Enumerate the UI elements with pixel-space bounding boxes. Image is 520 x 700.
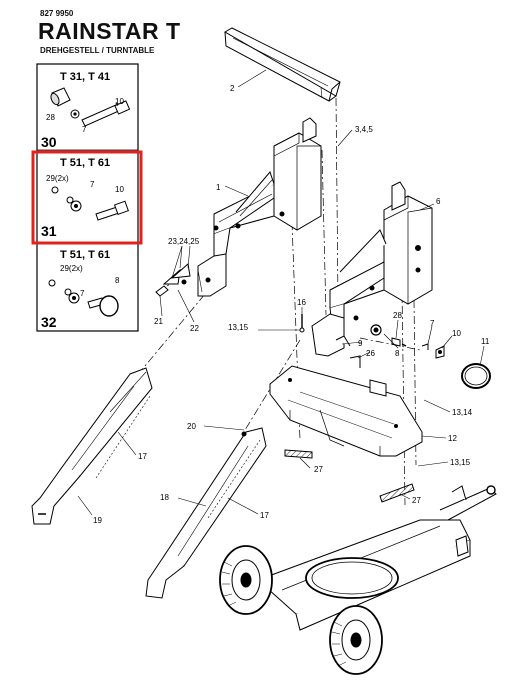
nut-part-icon <box>70 200 82 212</box>
callout-17-upper: 17 <box>138 452 147 461</box>
document-number: 827 9950 <box>40 9 74 18</box>
callout-19: 19 <box>93 516 102 525</box>
inset-32-heading: T 51, T 61 <box>60 249 110 261</box>
inset-31: T 51, T 61 29(2x) 7 10 31 <box>41 157 129 239</box>
callout-22: 22 <box>190 324 199 333</box>
inset-30: T 31, T 41 10 28 7 30 <box>41 71 131 150</box>
callout-11: 11 <box>481 337 490 346</box>
inset-32-label-8: 8 <box>115 276 120 285</box>
part-top-beam <box>223 27 341 102</box>
inset-30-heading: T 31, T 41 <box>60 71 110 83</box>
inset-frame <box>36 63 139 332</box>
part-right-ramp <box>145 427 267 599</box>
callout-18: 18 <box>160 493 169 502</box>
callout-21: 21 <box>154 317 163 326</box>
callout-27-upper: 27 <box>314 465 323 474</box>
highlight-frame <box>31 150 143 245</box>
inset-32-label-29: 29(2x) <box>60 264 83 273</box>
inset-30-label-10: 10 <box>115 97 124 106</box>
inset-32-number: 32 <box>41 314 57 330</box>
inset-32: T 51, T 61 29(2x) 8 7 32 <box>41 249 120 330</box>
callout-2: 2 <box>230 84 235 93</box>
callout-16: 16 <box>297 298 306 307</box>
leader-lines <box>77 69 485 516</box>
inset-31-label-7: 7 <box>90 180 95 189</box>
callout-1: 1 <box>216 183 221 192</box>
callout-20: 20 <box>187 422 196 431</box>
inset-31-label-10: 10 <box>115 185 124 194</box>
callout-28: 28 <box>393 311 402 320</box>
nut-part-icon <box>68 292 80 304</box>
part-base-plate <box>269 365 423 457</box>
callout-6: 6 <box>436 197 441 206</box>
knob-bolt-part-icon <box>87 295 119 317</box>
callout-26: 26 <box>366 349 375 358</box>
callout-8: 8 <box>395 349 400 358</box>
bolt-part-icon <box>81 100 131 127</box>
part-ring <box>461 363 491 389</box>
inset-31-heading: T 51, T 61 <box>60 157 110 169</box>
callout-12: 12 <box>448 434 457 443</box>
inset-30-label-28: 28 <box>46 113 55 122</box>
callout-13-15-lower: 13,15 <box>450 458 471 467</box>
inset-31-label-29: 29(2x) <box>46 174 69 183</box>
callout-17-lower: 17 <box>260 511 269 520</box>
callout-7: 7 <box>430 319 435 328</box>
washer-part-icon <box>48 279 72 296</box>
part-right-frame <box>311 181 433 357</box>
part-bracket-set <box>155 263 191 297</box>
wheel-right <box>329 605 383 675</box>
inset-31-number: 31 <box>41 223 57 239</box>
part-strip <box>284 449 415 503</box>
sleeve-part-icon <box>50 87 71 107</box>
inset-32-label-7: 7 <box>80 289 85 298</box>
callout-3-4-5: 3,4,5 <box>355 125 373 134</box>
part-chassis <box>257 485 497 631</box>
callout-10: 10 <box>452 329 461 338</box>
variant-inset-panel: T 31, T 41 10 28 7 30 <box>36 63 139 332</box>
callout-13-15-upper: 13,15 <box>228 323 249 332</box>
inset-30-number: 30 <box>41 134 57 150</box>
part-left-frame <box>197 117 322 297</box>
callout-23-24-25: 23,24,25 <box>168 237 200 246</box>
wheel-left <box>219 545 273 615</box>
part-left-ramp <box>31 367 153 525</box>
callout-13-14: 13,14 <box>452 408 473 417</box>
part-pins-and-bolts <box>299 314 445 368</box>
bolt-part-icon <box>95 200 129 221</box>
nut-part-icon <box>70 109 80 119</box>
inset-30-label-7: 7 <box>82 125 87 134</box>
callout-9: 9 <box>358 339 363 348</box>
diagram-title: RAINSTAR T <box>38 18 181 44</box>
callout-27-lower: 27 <box>412 496 421 505</box>
callout-labels: 2 3,4,5 1 6 23,24,25 21 22 16 13,15 9 26… <box>93 84 490 525</box>
diagram-subtitle: DREHGESTELL / TURNTABLE <box>40 46 155 55</box>
washer-part-icon <box>51 186 74 204</box>
